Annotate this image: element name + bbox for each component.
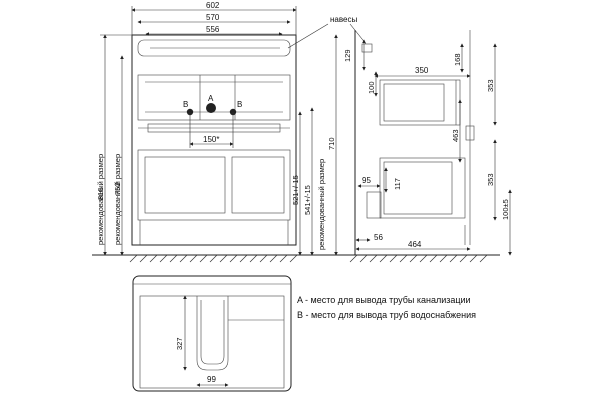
dim-117: 117 xyxy=(393,178,402,190)
rec-size-left-inner: рекомендованный размер xyxy=(113,154,122,245)
dim-327: 327 xyxy=(175,337,184,350)
dim-602: 602 xyxy=(206,1,220,10)
front-view: A B B 602 570 556 150* 810 рекомендованн… xyxy=(92,1,500,263)
plan-view: 327 99 xyxy=(132,275,292,392)
basin-top xyxy=(137,39,291,57)
dim-463: 463 xyxy=(451,129,460,142)
dim-168: 168 xyxy=(453,53,462,66)
dim-100: 100 xyxy=(367,81,376,94)
label-a: A xyxy=(208,94,214,103)
sewer-outlet-marker xyxy=(206,103,216,113)
siphon-cutout xyxy=(196,296,229,371)
dim-350: 350 xyxy=(415,66,429,75)
floor-hatch xyxy=(129,254,488,263)
side-upper-drawer xyxy=(379,79,461,126)
dim-521: 521+/-15 xyxy=(291,175,300,205)
plan-outline xyxy=(132,275,292,392)
dim-353-top: 353 xyxy=(486,79,495,92)
legend: A - место для вывода трубы канализации B… xyxy=(297,295,476,320)
dim-100-5: 100±5 xyxy=(501,199,510,220)
upper-drawer xyxy=(137,74,291,121)
lower-drawer xyxy=(137,149,291,221)
dim-129: 129 xyxy=(343,49,352,62)
dim-570: 570 xyxy=(206,13,220,22)
dim-150: 150* xyxy=(203,135,219,144)
side-lower-drawer xyxy=(379,157,466,219)
legend-line-b: B - место для вывода труб водоснабжения xyxy=(297,310,476,320)
rec-size-right: рекомендованный размер xyxy=(317,159,326,250)
dim-810: 810 xyxy=(96,187,105,200)
side-view: 129 168 350 100 353 463 95 117 353 100±5… xyxy=(343,30,512,256)
legend-line-a: A - место для вывода трубы канализации xyxy=(297,295,471,305)
hinges-label: навесы xyxy=(330,15,357,24)
dim-752: 752 xyxy=(113,182,122,195)
dim-353-bottom: 353 xyxy=(486,173,495,186)
label-b-left: B xyxy=(183,100,188,109)
label-b-right: B xyxy=(237,100,242,109)
dim-464: 464 xyxy=(408,240,422,249)
dim-99: 99 xyxy=(207,375,216,384)
dim-56: 56 xyxy=(374,233,383,242)
dim-95: 95 xyxy=(362,176,371,185)
dim-541: 541+/-15 xyxy=(303,185,312,215)
dim-556: 556 xyxy=(206,25,220,34)
dim-710: 710 xyxy=(327,137,336,150)
rec-size-left-outer: рекомендованный размер xyxy=(96,154,105,245)
